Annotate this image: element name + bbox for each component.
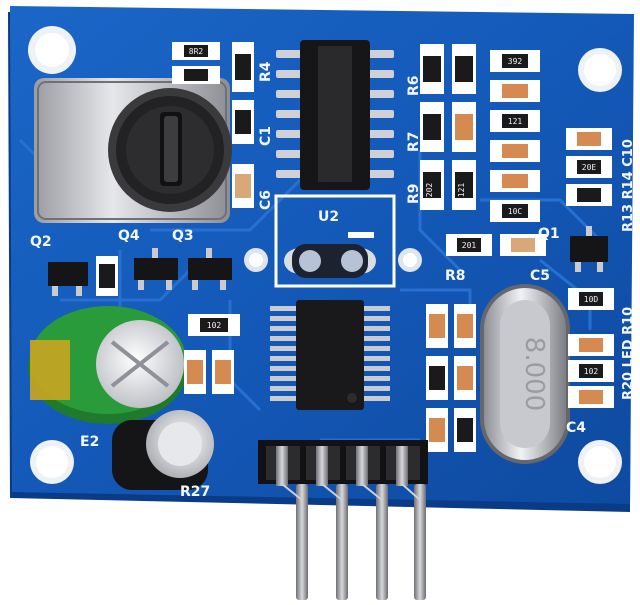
label-e2: E2 [80, 434, 99, 450]
crystal-marking: 8.000 [519, 337, 549, 411]
label-q3: Q3 [172, 228, 194, 244]
smd-components: 8R2 392 102 121 10C 202 201 102 10D 121 … [96, 42, 614, 452]
mounting-hole-top-left [28, 26, 76, 74]
label-r6: R6 [406, 75, 422, 96]
smd-code: 121 [508, 117, 523, 126]
capacitor-e2 [112, 410, 214, 490]
label-r4: R4 [258, 61, 274, 82]
transistor-q4 [134, 248, 178, 290]
label-c5: C5 [530, 268, 550, 284]
smd-code: 121 [457, 183, 466, 198]
smd-code: 102 [584, 367, 599, 376]
transistor-q3 [188, 248, 232, 290]
label-q1: Q1 [538, 226, 560, 242]
ic-top [276, 40, 394, 190]
smd-code: 392 [508, 57, 523, 66]
label-r20-led-r10: R20 LED R10 [621, 307, 636, 400]
capacitor-green [28, 306, 188, 424]
transistor-q1 [570, 226, 608, 272]
smd-code: 8R2 [189, 47, 204, 56]
mounting-hole-bottom-right [578, 440, 622, 484]
label-u2: U2 [318, 209, 339, 225]
smd-code: 201 [462, 241, 477, 250]
label-r8: R8 [445, 268, 466, 284]
mounting-hole-top-right [578, 48, 622, 92]
smd-code: 10C [508, 207, 523, 216]
label-r13-r14-c10: R13 R14 C10 [621, 139, 636, 232]
transistor-q2 [48, 262, 88, 296]
crystal-oscillator [480, 284, 570, 464]
ic-middle [270, 300, 390, 410]
label-c4: C4 [566, 420, 586, 436]
u2-footprint [244, 194, 422, 288]
label-c6: C6 [258, 190, 274, 210]
label-r27: R27 [180, 484, 210, 500]
label-q2: Q2 [30, 234, 52, 250]
label-c1: C1 [258, 126, 274, 146]
smd-code: 20E [582, 163, 597, 172]
smd-code: 10D [584, 295, 599, 304]
smd-code: 202 [425, 183, 434, 198]
label-q4: Q4 [118, 228, 140, 244]
label-r7: R7 [406, 131, 422, 152]
smd-code: 102 [207, 321, 222, 330]
silkscreen-labels: U2 Q1 Q2 Q4 Q3 R4 R6 R7 R8 R9 C1 C6 C5 C… [30, 61, 636, 500]
mounting-hole-bottom-left [30, 440, 74, 484]
label-r9: R9 [406, 183, 422, 204]
pin-header [258, 440, 428, 600]
trimmer-potentiometer [34, 78, 232, 223]
